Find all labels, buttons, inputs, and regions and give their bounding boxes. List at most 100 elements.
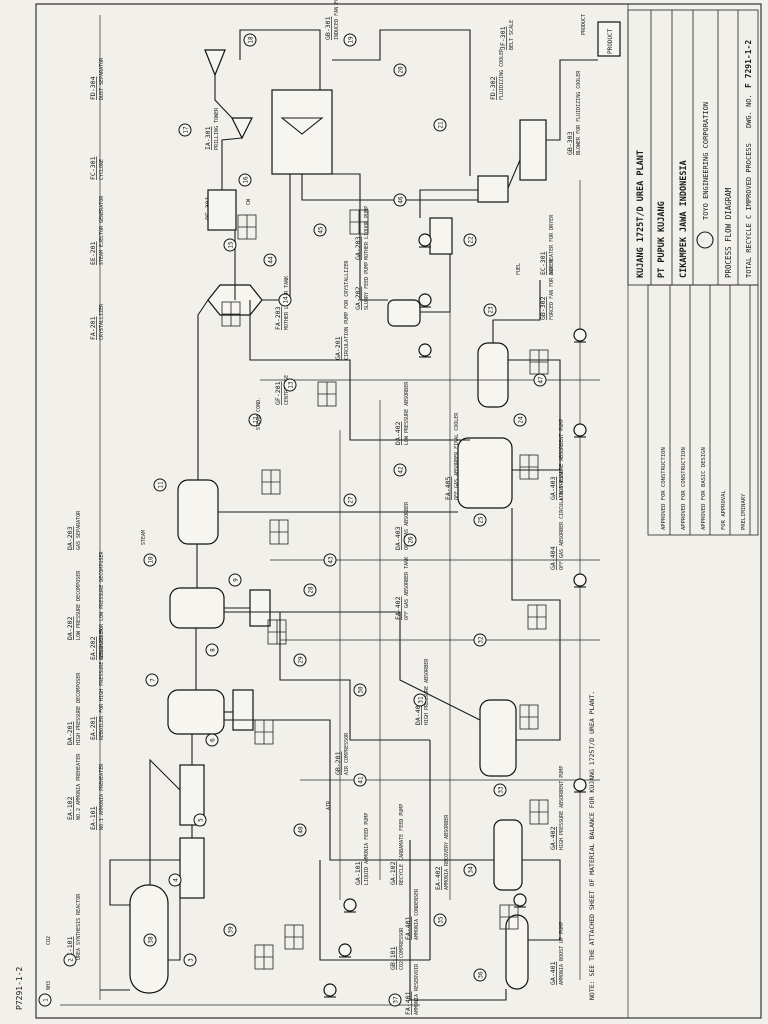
equipment-name: REBOILER FOR LOW PRESSURE DECOMPOSER [99,551,105,660]
equipment-name: BELT SCALE [509,20,515,50]
equipment-id: GA-203 [354,236,362,260]
drawing-no: F 7291-1-2 [744,40,753,88]
equipment-name: LOW PRESSURE DECOMPOSER [76,570,82,640]
equipment-name: AIR HEATER FOR DRYER [549,214,555,275]
equipment-id: DA-203 [66,526,74,550]
stream-number: 36 [478,971,485,979]
stream-37: 37 [388,993,402,1007]
pump-symbol-9 [418,343,432,357]
stream-number: 4 [173,878,180,882]
equipment-name: REBOILER FOR HIGH PRESSURE DECOMPOSER [99,628,105,740]
equipment-name: AMMONIA RESERVOIR [414,963,420,1015]
equipment-id: GB-101 [389,946,397,970]
stream-number: 11 [158,481,165,489]
drawing-no-label: DWG. NO. [745,94,753,128]
equipment-id: GB-201 [334,751,342,775]
stream-number: 42 [398,466,405,474]
stream-6: 6 [205,733,219,747]
equipment-id: FA-203 [274,306,282,330]
equipment-id: GA-401 [549,961,557,985]
equipment-name: LOW PRESSURE ABSORBENT PUMP [559,419,565,500]
stream-30: 30 [353,683,367,697]
stream-40: 40 [293,823,307,837]
equipment-id: GA-202 [354,286,362,310]
stream-12: 12 [248,413,262,427]
instrument-box-7 [237,214,257,240]
gas-separator-da203 [177,479,219,545]
equipment-id: GA-403 [549,476,557,500]
instrument-box-6 [221,301,241,327]
stream-number: 14 [283,296,290,304]
equipment-name: HIGH PRESSURE ABSORBENT PUMP [559,766,565,850]
instrument-box-15 [529,799,549,825]
equipment-name: OFF GAS ABSORBER [404,501,410,550]
equipment-name: CYCLONE [99,159,105,180]
stream-number: 33 [498,786,505,794]
stream-number: 24 [518,416,525,424]
equipment-name: GAS SEPARATOR [76,510,82,550]
stream-number: 5 [198,818,205,822]
melter-pf301 [231,117,253,140]
equipment-name: RECYCLE CARBAMATE FEED PUMP [399,804,405,885]
equipment-id: JF-301 [499,26,507,50]
equipment-id: FD-302 [489,76,497,100]
equipment-name: CO2 COMPRESSOR [399,927,405,970]
revision-4: FOR APPROVAL [721,490,727,530]
equipment-id: FC-301 [89,156,97,180]
stream-number: 38 [148,936,155,944]
equipment-id: EC-301 [539,251,547,275]
pump-symbol-6 [573,573,587,587]
equipment-id: EA-402 [434,866,442,890]
stream-9: 9 [228,573,242,587]
stream-number: 34 [468,866,475,874]
equipment-id: EA-101 [89,806,97,830]
preheater-ea102 [179,764,205,826]
equipment-id: FA-401 [404,991,412,1015]
product-label: PRODUCT [607,28,614,54]
equipment-id: GF-201 [274,381,282,405]
equipment-name: AMMONIA CONDENSER [414,888,420,940]
equipment-name: UREA SYNTHESIS REACTOR [76,893,82,960]
stream-label: PRODUCT [581,14,587,35]
instrument-boxes [221,209,549,970]
material-balance-note: NOTE: SEE THE ATTACHED SHEET OF MATERIAL… [588,691,596,1000]
stream-label: STEAM [141,530,147,545]
stream-43: 43 [323,553,337,567]
equipment-name: FORCED FAN FOR DRYER [549,259,555,320]
ammonia-reservoir-fa401 [505,914,529,990]
instrument-box-1 [254,944,274,970]
stream-26: 26 [403,533,417,547]
stream-label: AIR [326,800,332,810]
stream-29: 29 [293,653,307,667]
stream-number: 35 [438,916,445,924]
stream-label: CW [246,198,252,205]
stream-number: 2 [68,958,75,962]
equipment-name: OFF GAS ABSORBER CIRCULATION PUMP [559,471,565,570]
revision-1: APPROVED FOR CONSTRUCTION [661,447,667,530]
equipment-name: MOTHER LIQUOR PUMP [364,206,370,260]
equipment-name: DUST SEPARATOR [99,57,105,100]
title-drawing: PROCESS FLOW DIAGRAM [724,187,733,278]
equipment-id: GA-102 [389,861,397,885]
equipment-id: EA-202 [89,636,97,660]
stream-number: 32 [478,636,485,644]
stream-number: 43 [328,556,335,564]
title-plant: KUJANG 1725T/D UREA PLANT [636,150,646,278]
equipment-id: FA-402 [394,596,402,620]
stream-number: 37 [393,996,400,1004]
equipment-id: EA-201 [89,716,97,740]
